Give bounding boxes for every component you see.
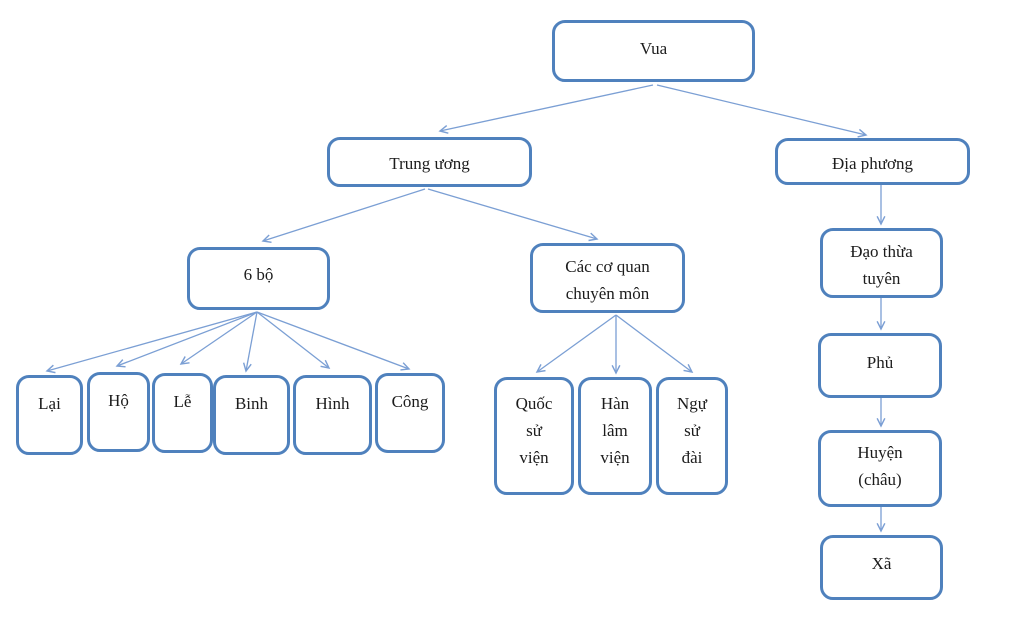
node-vua: Vua (552, 20, 755, 82)
node-xa: Xã (820, 535, 943, 600)
edge-vua-dia-phuong (656, 84, 868, 138)
node-han-lam-vien: Hàn lâm viện (578, 377, 652, 495)
node-ngu-su-dai: Ngự sử đài (656, 377, 728, 495)
edge-six-lai (45, 311, 258, 374)
edge-six-le (179, 311, 258, 365)
edge-vua-trung-uong (438, 84, 654, 134)
node-dao-thua-tuyen: Đạo thừa tuyên (820, 228, 943, 298)
edge-trung-uong-six-ministries (261, 188, 426, 244)
edge-spec-quoc-su-vien (535, 314, 617, 373)
node-trung-uong: Trung ương (327, 137, 532, 187)
node-le: Lễ (152, 373, 213, 453)
node-lai: Lại (16, 375, 83, 455)
node-ho: Hộ (87, 372, 150, 452)
node-huyen-chau: Huyện (châu) (818, 430, 942, 507)
node-phu: Phủ (818, 333, 942, 398)
edge-spec-ngu-su-dai (615, 314, 694, 373)
node-six-ministries: 6 bộ (187, 247, 330, 310)
node-dia-phuong: Địa phương (775, 138, 970, 185)
node-specialized-agencies: Các cơ quan chuyên môn (530, 243, 685, 313)
edge-six-binh (242, 311, 258, 373)
edge-six-hinh (256, 311, 331, 369)
edge-trung-uong-specialized (427, 188, 599, 242)
node-hinh: Hình (293, 375, 372, 455)
node-binh: Binh (213, 375, 290, 455)
node-quoc-su-vien: Quốc sử viện (494, 377, 574, 495)
edge-six-cong (256, 311, 411, 371)
edge-six-ho (115, 311, 258, 368)
node-cong: Công (375, 373, 445, 453)
